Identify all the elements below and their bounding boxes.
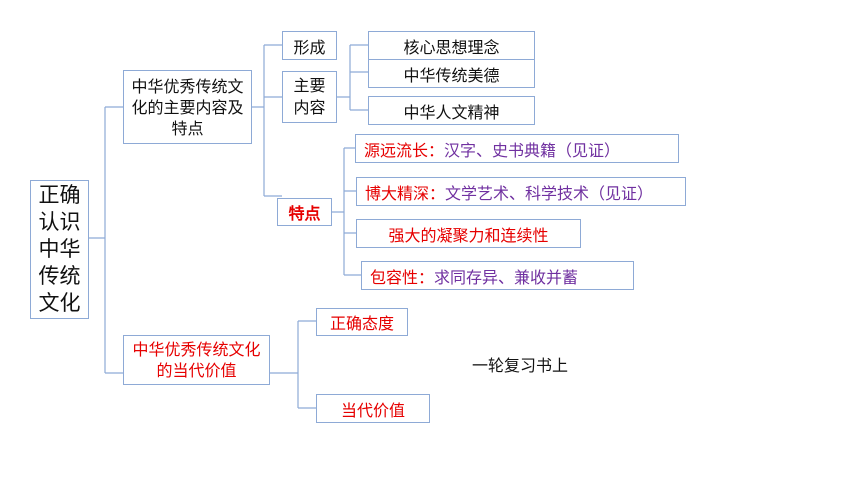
node-features: 特点 — [277, 198, 332, 226]
feature-long-history: 源远流长：汉字、史书典籍（见证） — [355, 134, 679, 163]
branch-main-content-features: 中华优秀传统文化的主要内容及特点 — [123, 70, 252, 144]
content-item-core-ideas: 核心思想理念 — [368, 31, 535, 60]
branch-contemporary-value: 中华优秀传统文化的当代价值 — [123, 335, 270, 385]
content-item-label: 中华人文精神 — [403, 102, 500, 122]
feature-cohesion-continuity: 强大的凝聚力和连续性 — [356, 219, 581, 248]
root-label: 正确认识中华传统文化 — [38, 183, 81, 315]
feature-label: 包容性： — [370, 267, 435, 287]
feature-label: 强大的凝聚力和连续性 — [388, 225, 549, 245]
node-form: 形成 — [282, 31, 337, 60]
feature-detail: 文学艺术、科学技术（见证） — [445, 183, 654, 203]
item-label: 当代价值 — [340, 400, 405, 420]
node-content-label: 主要内容 — [293, 76, 326, 117]
item-contemporary-value: 当代价值 — [316, 394, 430, 423]
content-item-label: 核心思想理念 — [403, 37, 500, 57]
node-content: 主要内容 — [282, 71, 337, 123]
note-text: 一轮复习书上 — [472, 356, 569, 375]
feature-detail: 求同存异、兼收并蓄 — [434, 267, 579, 287]
feature-inclusiveness: 包容性：求同存异、兼收并蓄 — [361, 261, 634, 290]
content-item-humanistic-spirit: 中华人文精神 — [368, 96, 535, 125]
feature-label: 源远流长： — [364, 140, 445, 160]
item-correct-attitude: 正确态度 — [316, 308, 408, 336]
content-item-virtues: 中华传统美德 — [368, 59, 535, 88]
node-form-label: 形成 — [293, 37, 326, 57]
branch-contemporary-label: 中华优秀传统文化的当代价值 — [132, 340, 261, 380]
node-features-label: 特点 — [288, 204, 321, 223]
feature-detail: 汉字、史书典籍（见证） — [444, 140, 621, 160]
feature-broad-profound: 博大精深：文学艺术、科学技术（见证） — [356, 177, 686, 206]
branch-main-content-label: 中华优秀传统文化的主要内容及特点 — [131, 76, 244, 138]
root-node: 正确认识中华传统文化 — [30, 180, 89, 319]
feature-label: 博大精深： — [365, 183, 446, 203]
item-label: 正确态度 — [329, 314, 394, 333]
content-item-label: 中华传统美德 — [403, 65, 500, 85]
